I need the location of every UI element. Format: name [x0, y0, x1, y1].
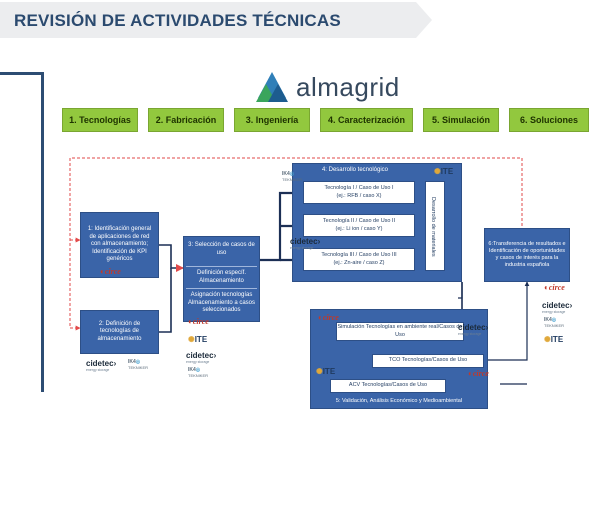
phase-3: 3. Ingeniería — [234, 108, 310, 132]
box-5-footer: 5: Validación, Análisis Económico y Medi… — [335, 398, 463, 404]
phase-1: 1. Tecnologías — [62, 108, 138, 132]
box-3-use-cases — [183, 236, 260, 322]
almagrid-triangle-icon — [256, 72, 288, 102]
almagrid-logo: almagrid — [252, 70, 402, 104]
box-3-item-spec: Definición específ. Almacenamiento — [186, 266, 257, 285]
box-3-title: 3: Selección de casos de uso — [188, 242, 255, 256]
ik4-ring-icon: ◎ — [289, 171, 295, 177]
ite-sun-icon: ✺ — [188, 335, 195, 344]
cidetec-logo-box4: cidetec›energy storage — [290, 237, 321, 250]
circe-swirl-icon: ◐ — [188, 317, 193, 326]
cidetec-logo-box3: cidetec›energy storage — [186, 351, 217, 364]
ite-sun-icon: ✺ — [544, 335, 551, 344]
box-1-identification: 1: Identificación general de aplicacione… — [80, 212, 159, 278]
cidetec-logo-box6: cidetec›energy storage — [542, 301, 573, 314]
ik4-ring-icon: ◎ — [551, 317, 557, 323]
ik4-ring-icon: ◎ — [195, 367, 201, 373]
simulation-box: Simulación Tecnologías en ambiente real/… — [336, 322, 464, 341]
box-3-item-assign: Asignación tecnologías Almacenamiento a … — [186, 288, 257, 315]
materials-box — [425, 181, 445, 271]
circe-logo-box3: ◐circe — [188, 317, 209, 326]
circe-swirl-icon: ◐ — [468, 369, 473, 378]
left-bracket-line — [0, 72, 44, 392]
tech-3-box: Tecnología III / Caso de Uso III (ej.: Z… — [303, 248, 415, 271]
ite-sun-icon: ✺ — [316, 367, 323, 376]
circe-swirl-icon: ◐ — [544, 283, 549, 292]
phase-5: 5. Simulación — [423, 108, 499, 132]
logo-wordmark: almagrid — [296, 72, 400, 102]
tco-box: TCO Tecnologías/Casos de Uso — [372, 354, 484, 368]
tech-1-label: Tecnología I / Caso de Uso I — [324, 185, 394, 192]
cidetec-logo-box5: cidetec›energy storage — [458, 323, 489, 336]
circe-logo-box1: ◐circe — [100, 267, 121, 276]
box-6-transfer: 6:Transferencia de resultados e Identifi… — [484, 228, 570, 282]
ik4-logo-box3: IK4◎TEKNIKER — [188, 367, 209, 378]
box-2-technologies: 2: Definición de tecnologías de almacena… — [80, 310, 159, 354]
slide-title: REVISIÓN DE ACTIVIDADES TÉCNICAS — [14, 11, 341, 30]
box-4-title: 4: Desarrollo tecnológico — [321, 167, 389, 173]
tech-3-example: (ej.: Zn-aire / caso Z) — [333, 259, 385, 266]
tech-1-example: (ej.: RFB / caso X) — [336, 192, 382, 199]
tech-2-example: (ej.: Li ion / caso Y) — [335, 225, 383, 232]
circe-logo-box6: ◐circe — [544, 283, 565, 292]
circe-logo-box5b: ◐circe — [468, 369, 489, 378]
ik4-logo-box4: IK4◎TEKNIKER — [282, 171, 303, 182]
ik4-logo-box2: IK4◎TEKNIKER — [128, 359, 149, 370]
acv-box: ACV Tecnologías/Casos de Uso — [330, 379, 446, 393]
phase-6: 6. Soluciones — [509, 108, 589, 132]
tech-2-label: Tecnología II / Caso de Uso II — [322, 218, 396, 225]
phase-2: 2. Fabricación — [148, 108, 224, 132]
phase-4: 4. Caracterización — [320, 108, 413, 132]
ik4-ring-icon: ◎ — [135, 359, 141, 365]
tech-3-label: Tecnología III / Caso de Uso III — [321, 252, 397, 259]
title-banner: REVISIÓN DE ACTIVIDADES TÉCNICAS — [0, 0, 438, 40]
tech-2-box: Tecnología II / Caso de Uso II (ej.: Li … — [303, 214, 415, 237]
ite-logo-box3: ✺ITE — [188, 335, 208, 344]
circe-logo-box5: ◐circe — [318, 313, 339, 322]
ite-sun-icon: ✺ — [434, 167, 441, 176]
tech-1-box: Tecnología I / Caso de Uso I (ej.: RFB /… — [303, 181, 415, 204]
circe-swirl-icon: ◐ — [100, 267, 105, 276]
cidetec-logo-box2: cidetec›energy storage — [86, 359, 117, 372]
ite-logo-box5: ✺ITE — [316, 367, 336, 376]
ite-logo-box4: ✺ITE — [434, 167, 454, 176]
ite-logo-box6: ✺ITE — [544, 335, 564, 344]
circe-swirl-icon: ◐ — [318, 313, 323, 322]
materials-label: Desarrollo de materiales — [430, 197, 436, 257]
ik4-logo-box6: IK4◎TEKNIKER — [544, 317, 565, 328]
